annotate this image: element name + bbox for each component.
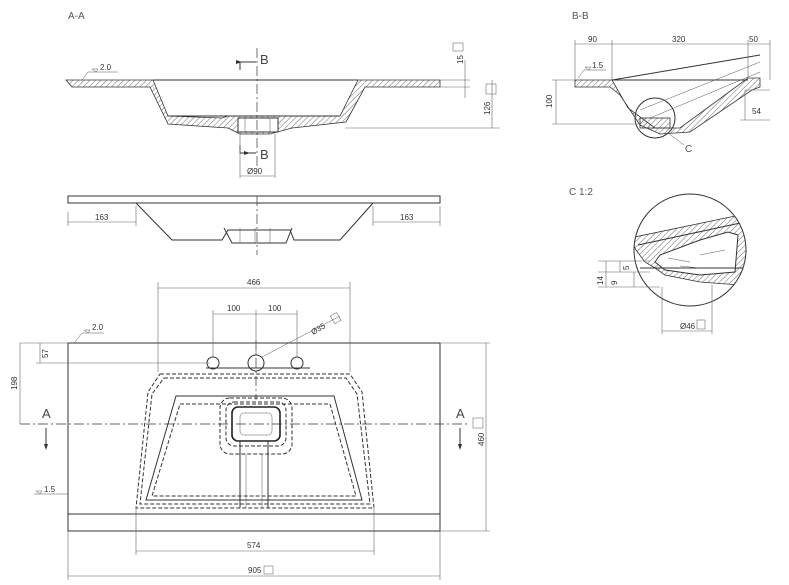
detail-c-dim-14: 14 — [596, 276, 605, 285]
section-aa-dim-15: 15 — [456, 55, 465, 64]
top-view-marker-a-right: A — [456, 406, 465, 421]
detail-c-title: C 1:2 — [569, 187, 593, 198]
top-view-outline — [67, 342, 441, 532]
section-bb-dim-54: 54 — [752, 107, 761, 116]
section-aa-dim-126: 126 — [483, 101, 492, 115]
section-aa-slope-label: 2.0 — [100, 63, 112, 72]
top-view-dim-198: 198 — [10, 376, 19, 390]
section-aa-marker-b-bottom: B — [260, 147, 269, 162]
top-view-dim-905: 905 — [248, 566, 262, 575]
section-aa-drain — [237, 117, 279, 133]
section-aa-marker-b-top: B — [260, 52, 269, 67]
detail-c-dim-5: 5 — [622, 265, 631, 270]
section-bb-slope-label: 1.5 — [592, 61, 604, 70]
top-view-dim-100-left: 100 — [227, 304, 241, 313]
section-bb-title: B-B — [572, 11, 589, 22]
top-view-basin-outline — [135, 373, 375, 509]
front-view: 163 163 — [67, 195, 441, 255]
top-view-marker-a-left: A — [42, 406, 51, 421]
top-view-hole-right — [290, 356, 304, 370]
section-bb-dim-320: 320 — [672, 35, 686, 44]
front-view-dim-163-right: 163 — [400, 213, 414, 222]
detail-c-view: C 1:2 14 5 9 Ø46 — [569, 187, 747, 334]
section-bb-dim-50: 50 — [749, 35, 758, 44]
section-aa-profile — [65, 79, 441, 135]
top-view-dim-574: 574 — [247, 541, 261, 550]
section-aa-view: A-A B B 2.0 15 126 — [65, 11, 500, 178]
top-view: A A 466 100 100 Ø35 2.0 57 198 — [10, 278, 490, 580]
top-view-dim-460: 460 — [477, 432, 486, 446]
top-view-dim-466: 466 — [247, 278, 261, 287]
front-view-top-slab — [67, 195, 441, 204]
section-aa-title: A-A — [68, 11, 85, 22]
section-bb-dim-90: 90 — [588, 35, 597, 44]
top-view-dim-57: 57 — [41, 349, 50, 358]
top-view-slope-label: 2.0 — [92, 323, 104, 332]
section-bb-dim-100: 100 — [545, 94, 554, 108]
detail-c-dim-9: 9 — [610, 280, 619, 285]
section-bb-detail-circle — [634, 97, 676, 139]
section-bb-view: B-B C 90 320 50 1.5 100 54 — [545, 11, 771, 155]
section-bb-marker-c: C — [685, 144, 692, 155]
top-view-dim-d35: Ø35 — [310, 321, 328, 337]
top-view-dim-100-right: 100 — [268, 304, 282, 313]
detail-c-dim-d46: Ø46 — [680, 322, 696, 331]
front-view-basin — [135, 202, 374, 241]
top-view-slope-low-label: 1.5 — [44, 485, 56, 494]
section-aa-dim-d90: Ø90 — [247, 167, 263, 176]
front-view-dim-163-left: 163 — [95, 213, 109, 222]
